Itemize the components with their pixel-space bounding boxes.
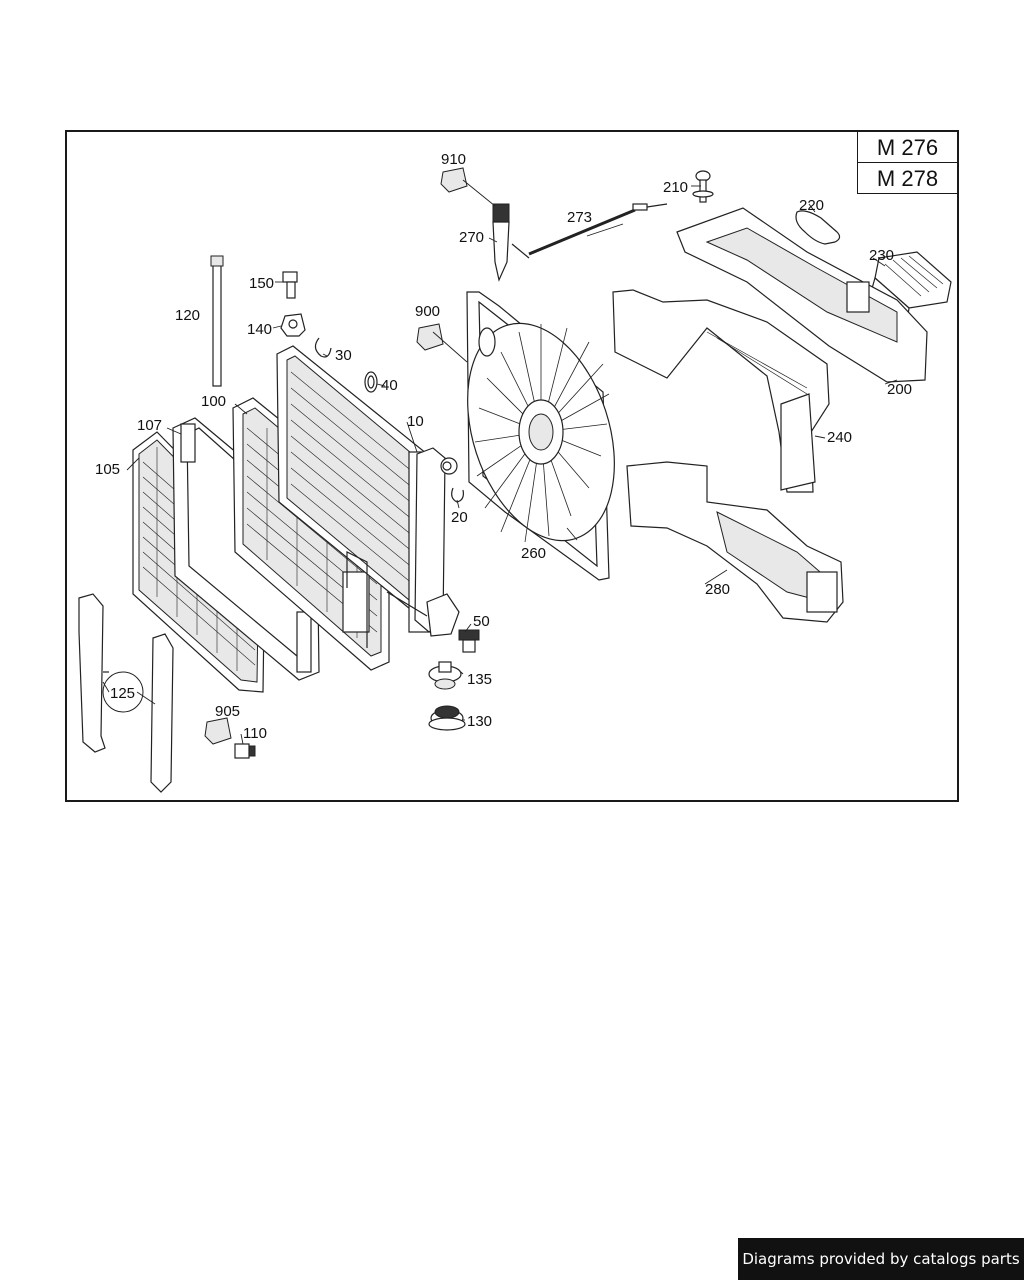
part-50-sensor	[458, 629, 480, 653]
part-150-screw	[282, 271, 298, 299]
label-107: 107	[137, 417, 162, 434]
part-280-lower-guide	[626, 461, 844, 623]
part-100-radiator	[232, 397, 390, 671]
label-20: 20	[451, 509, 468, 526]
label-910: 910	[441, 151, 466, 168]
label-10: 10	[407, 413, 424, 430]
label-270: 270	[459, 229, 484, 246]
label-280: 280	[705, 581, 730, 598]
part-240-side-shroud	[612, 289, 830, 493]
label-125: 125	[110, 685, 135, 702]
label-900: 900	[415, 303, 440, 320]
part-135-cap	[428, 661, 462, 690]
callout-125-circle	[102, 671, 144, 713]
part-220-cap	[795, 210, 841, 245]
label-220: 220	[799, 197, 824, 214]
label-210: 210	[663, 179, 688, 196]
footer-credit-badge: Diagrams provided by catalogs parts	[738, 1238, 1024, 1280]
part-120-rod	[210, 255, 224, 387]
label-260: 260	[521, 545, 546, 562]
part-10-side-tank	[386, 447, 460, 637]
engine-code-m276: M 276	[857, 132, 957, 163]
part-140-nut	[280, 313, 306, 337]
label-110: 110	[243, 725, 267, 742]
label-30: 30	[335, 347, 352, 364]
label-240: 240	[827, 429, 852, 446]
engine-code-m278: M 278	[857, 163, 957, 194]
exploded-view-drawing: 910 210 273 220 270 230 150 120 900 140 …	[78, 151, 952, 793]
label-905: 905	[215, 703, 240, 720]
part-273-cable	[528, 203, 668, 256]
part-270-sensor	[492, 203, 530, 282]
label-105: 105	[95, 461, 120, 478]
part-900-pad	[416, 323, 444, 351]
part-40-oring	[364, 371, 378, 393]
label-140: 140	[247, 321, 272, 338]
part-910-pad	[440, 167, 468, 193]
part-210-bolt	[692, 170, 714, 203]
label-40: 40	[381, 377, 398, 394]
part-905-pad	[204, 717, 232, 745]
label-120: 120	[175, 307, 200, 324]
part-200-upper-duct	[676, 207, 928, 383]
part-20-clip	[451, 487, 464, 503]
part-125-brackets	[78, 593, 174, 793]
label-273: 273	[567, 209, 592, 226]
parts-diagram-frame: 910 210 273 220 270 230 150 120 900 140 …	[65, 130, 959, 802]
part-260-fan-assembly	[466, 291, 615, 581]
leader-lines	[102, 179, 898, 745]
label-135: 135	[467, 671, 492, 688]
label-230: 230	[869, 247, 894, 264]
part-30-clip	[314, 337, 332, 358]
label-150: 150	[249, 275, 274, 292]
label-50: 50	[473, 613, 490, 630]
part-110-plug	[234, 743, 256, 759]
part-130-cap	[428, 705, 466, 731]
label-200: 200	[887, 381, 912, 398]
label-100: 100	[201, 393, 226, 410]
label-130: 130	[467, 713, 492, 730]
